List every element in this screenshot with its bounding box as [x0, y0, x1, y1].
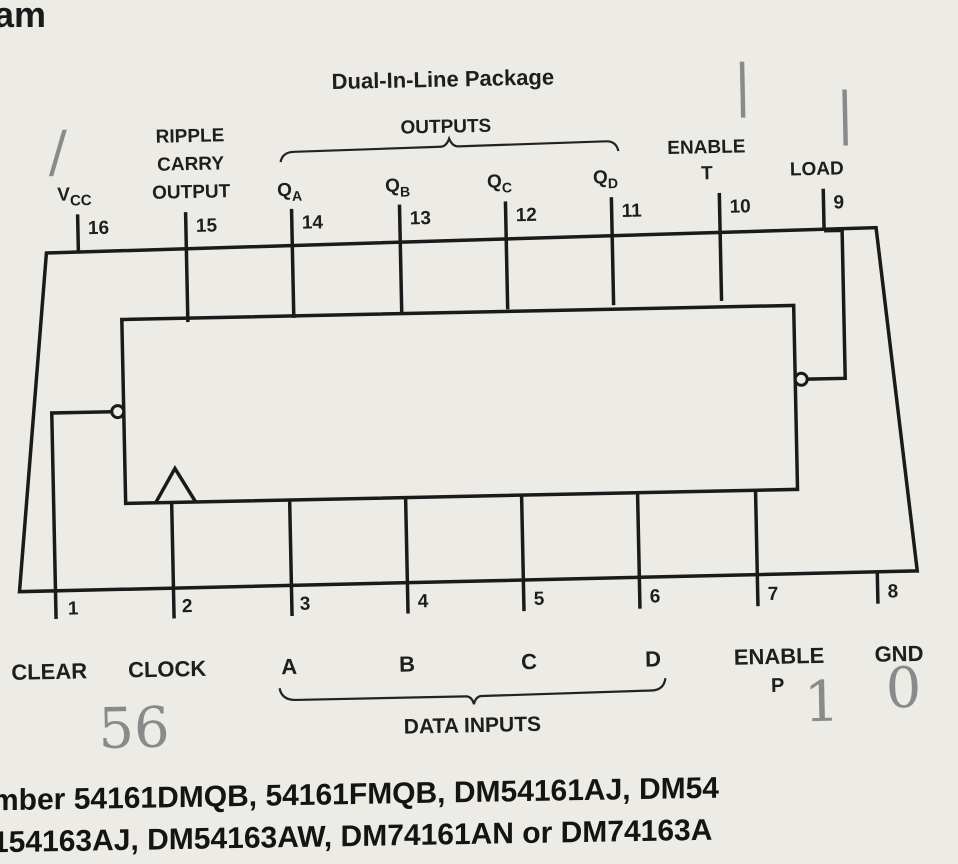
pin-6-number: 6 [650, 586, 661, 607]
load-inversion-bubble [793, 371, 809, 387]
pin-5-number: 5 [534, 589, 545, 610]
enable-p-label-line2: P [771, 675, 785, 697]
qd-label: QD [593, 167, 618, 192]
enable-t-label-line2: T [701, 163, 713, 184]
clear-label: CLEAR [11, 658, 87, 685]
pin-14-lead [289, 208, 296, 318]
pin-4-lead [403, 497, 410, 614]
clear-inversion-bubble [110, 404, 126, 420]
pin-14-number: 14 [302, 212, 324, 233]
gnd-label: GND [874, 641, 923, 667]
data-inputs-brace [278, 677, 667, 705]
pin-16-lead [75, 214, 81, 253]
pin-16-number: 16 [88, 218, 110, 239]
diagram-title: Dual-In-Line Package [331, 64, 554, 94]
handwritten-load-note: | [835, 81, 855, 146]
pin-15-number: 15 [196, 215, 218, 236]
pin-13-lead [397, 204, 404, 314]
qc-label: QC [487, 171, 512, 196]
pin-5-lead [519, 495, 526, 612]
pin-8-lead [875, 571, 880, 604]
pin-11-number: 11 [621, 201, 642, 222]
clock-label: CLOCK [128, 656, 207, 683]
package-outline [17, 225, 920, 594]
input-d-label: D [645, 646, 661, 671]
ripple-label-line2: CARRY [157, 153, 225, 175]
input-a-label: A [281, 654, 298, 679]
ripple-label-line3: OUTPUT [152, 181, 231, 204]
pin-3-lead [287, 499, 294, 617]
pin-2-lead [169, 502, 176, 619]
outputs-brace [279, 135, 620, 163]
qb-label: QB [385, 175, 410, 200]
handwritten-clear-note: 56 [98, 696, 171, 762]
handwritten-enable-t-note: | [732, 53, 752, 118]
pin-6-lead [635, 492, 642, 609]
pin-10-number: 10 [729, 196, 751, 217]
pin-9-number: 9 [833, 192, 844, 213]
enable-t-label-line1: ENABLE [667, 136, 746, 159]
handwritten-enable-p-note: 1 [803, 670, 840, 736]
clock-triangle [154, 464, 198, 504]
input-c-label: C [521, 649, 538, 674]
pin-12-number: 12 [516, 205, 538, 226]
pin-4-number: 4 [418, 591, 429, 612]
pin-8-number: 8 [887, 581, 898, 602]
ripple-label-line1: RIPPLE [155, 125, 224, 147]
header-fragment: am [0, 0, 47, 35]
pin-12-lead [503, 201, 510, 310]
pin-7-number: 7 [767, 584, 778, 605]
load-route [807, 228, 847, 381]
pin-2-number: 2 [182, 596, 193, 617]
data-inputs-label: DATA INPUTS [404, 713, 542, 739]
handwritten-gnd-note: 0 [885, 656, 922, 722]
pin-3-number: 3 [300, 594, 311, 615]
outputs-label: OUTPUTS [400, 116, 491, 139]
load-label: LOAD [790, 158, 844, 180]
pin-11-lead [609, 197, 616, 306]
pin-10-lead [717, 192, 724, 301]
input-b-label: B [399, 651, 415, 676]
pin-13-number: 13 [410, 208, 432, 229]
handwritten-vcc-note: / [48, 120, 68, 185]
enable-p-label-line1: ENABLE [734, 643, 825, 670]
vcc-label: VCC [57, 184, 92, 210]
inner-chip [120, 303, 800, 506]
clear-route [49, 409, 112, 619]
pin-7-lead [753, 490, 760, 607]
pin-1-number: 1 [68, 598, 79, 619]
qa-label: QA [277, 180, 302, 205]
pin-15-lead [183, 212, 190, 323]
pin-9-lead [821, 188, 826, 231]
